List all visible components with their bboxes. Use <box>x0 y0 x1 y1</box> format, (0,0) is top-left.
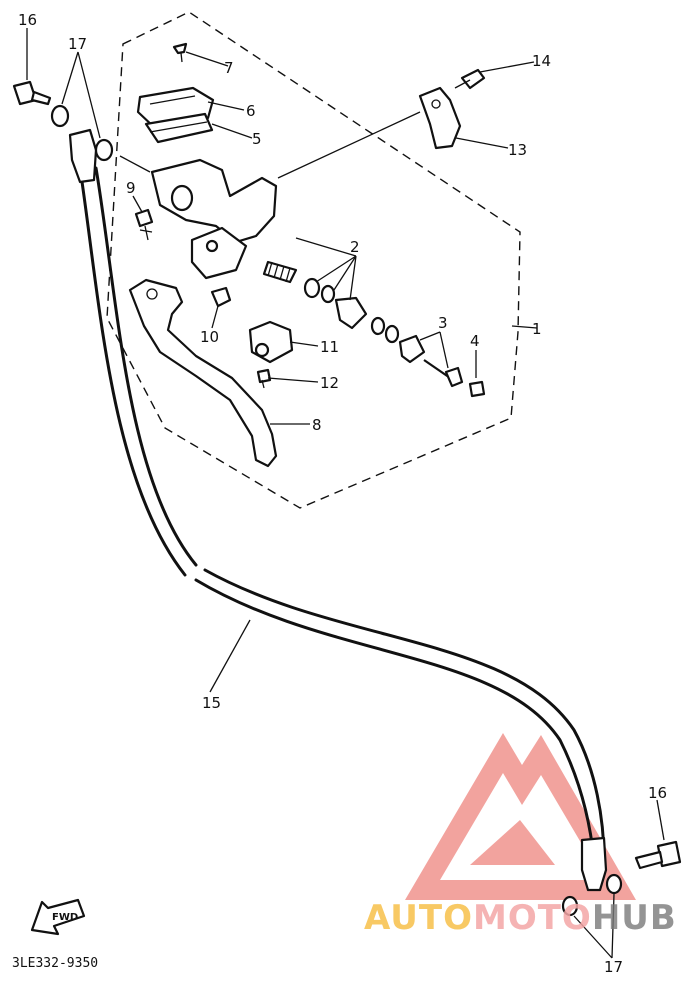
callout-7: 7 <box>224 59 234 77</box>
brake-hose <box>68 128 608 892</box>
callout-15: 15 <box>202 694 221 712</box>
washer-top-a <box>50 104 70 128</box>
callout-3: 3 <box>438 314 448 332</box>
bleed-cap <box>210 286 232 308</box>
callout-16-bottom: 16 <box>648 784 667 802</box>
push-rod <box>423 359 464 388</box>
automotohub-watermark: AUTOMOTOHUB <box>364 898 677 938</box>
callout-12: 12 <box>320 374 339 392</box>
fwd-label: FWD <box>52 912 78 923</box>
diaphragm <box>144 112 214 144</box>
union-bolt-top <box>12 80 52 106</box>
callout-13: 13 <box>508 141 527 159</box>
callout-14: 14 <box>532 52 551 70</box>
callout-numbers: 1 2 3 4 5 6 7 8 9 10 11 12 13 14 15 16 1… <box>18 11 667 976</box>
bleed-screw <box>134 208 154 241</box>
watermark-auto: AUTO <box>364 898 473 938</box>
callout-17-top: 17 <box>68 35 87 53</box>
callout-4: 4 <box>470 332 480 350</box>
diagram-part-code: 3LE332-9350 <box>12 956 99 971</box>
callout-17-bottom: 17 <box>604 958 623 976</box>
piston-cup <box>303 277 321 299</box>
piston-seal <box>320 284 336 304</box>
fwd-arrow-icon: FWD <box>30 898 86 936</box>
leader-lines <box>26 28 665 959</box>
callout-1: 1 <box>532 320 542 338</box>
callout-6: 6 <box>246 102 256 120</box>
bracket <box>418 86 462 150</box>
washer-top-b <box>94 138 114 162</box>
master-cylinder-body <box>150 158 278 280</box>
piston-ring-b <box>384 324 400 344</box>
callout-8: 8 <box>312 416 322 434</box>
callout-11: 11 <box>320 338 339 356</box>
cap-screw <box>172 42 188 63</box>
callout-2: 2 <box>350 238 360 256</box>
callout-9: 9 <box>126 179 136 197</box>
callout-16-top: 16 <box>18 11 37 29</box>
callout-5: 5 <box>252 130 262 148</box>
washer-bottom-a <box>605 873 623 895</box>
dust-boot <box>398 334 426 364</box>
brake-switch <box>248 320 294 364</box>
bracket-bolt <box>454 68 486 90</box>
assembly-outline <box>106 11 521 509</box>
switch-screw <box>256 368 272 389</box>
piston-spring <box>262 260 298 284</box>
callout-10: 10 <box>200 328 219 346</box>
piston <box>334 296 368 330</box>
watermark-moto: MOTO <box>472 898 592 938</box>
union-bolt-bottom <box>634 840 682 870</box>
automotohub-logo <box>405 733 636 900</box>
washer-bottom-b <box>561 895 579 917</box>
brake-lever <box>128 278 278 468</box>
piston-ring-a <box>370 316 386 336</box>
watermark-hub: HUB <box>591 898 677 938</box>
rod-nut <box>468 380 486 398</box>
